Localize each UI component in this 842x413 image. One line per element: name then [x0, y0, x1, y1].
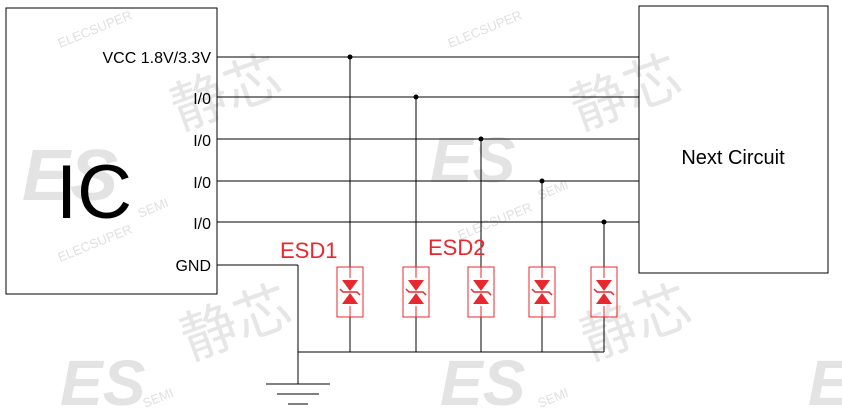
ground-symbol [266, 383, 330, 405]
watermark-semi-text: SEMI [536, 385, 571, 411]
esd-device [336, 266, 364, 318]
signal-lines [217, 56, 639, 384]
esd1-label: ESD1 [280, 238, 337, 263]
esd-taps [349, 57, 605, 352]
esd2-label: ESD2 [428, 235, 485, 260]
pin-label-gnd: GND [175, 258, 211, 275]
ic-label: IC [56, 150, 132, 235]
ic-block [5, 7, 218, 295]
pin-label-io: I/0 [193, 175, 211, 192]
pin-label-io: I/0 [193, 133, 211, 150]
watermark-chinese: 静芯 [573, 274, 700, 372]
watermark-brand-text: ELECSUPER [446, 7, 525, 50]
pin-label-vcc: VCC 1.8V/3.3V [103, 50, 212, 67]
pin-label-io: I/0 [193, 91, 211, 108]
watermark-logo: ES [430, 124, 516, 196]
pin-label-io: I/0 [193, 216, 211, 233]
junction-dots [347, 54, 607, 225]
watermark-semi-text: SEMI [136, 195, 171, 221]
watermark-semi-text: SEMI [141, 385, 176, 411]
watermark-logo: ES [22, 136, 118, 216]
next-circuit-label: Next Circuit [681, 147, 785, 169]
esd-device [590, 266, 618, 318]
watermark-chinese: 静芯 [173, 274, 300, 372]
watermark-chinese: 静芯 [563, 44, 690, 142]
watermark-logo: ES [60, 347, 146, 413]
esd-device [402, 266, 430, 318]
watermark-brand-text: ELECSUPER [56, 7, 135, 50]
esd-device [528, 266, 556, 318]
watermark-logo: ES [440, 347, 526, 413]
watermark-logo: ES [808, 347, 842, 413]
esd-device [467, 266, 495, 318]
